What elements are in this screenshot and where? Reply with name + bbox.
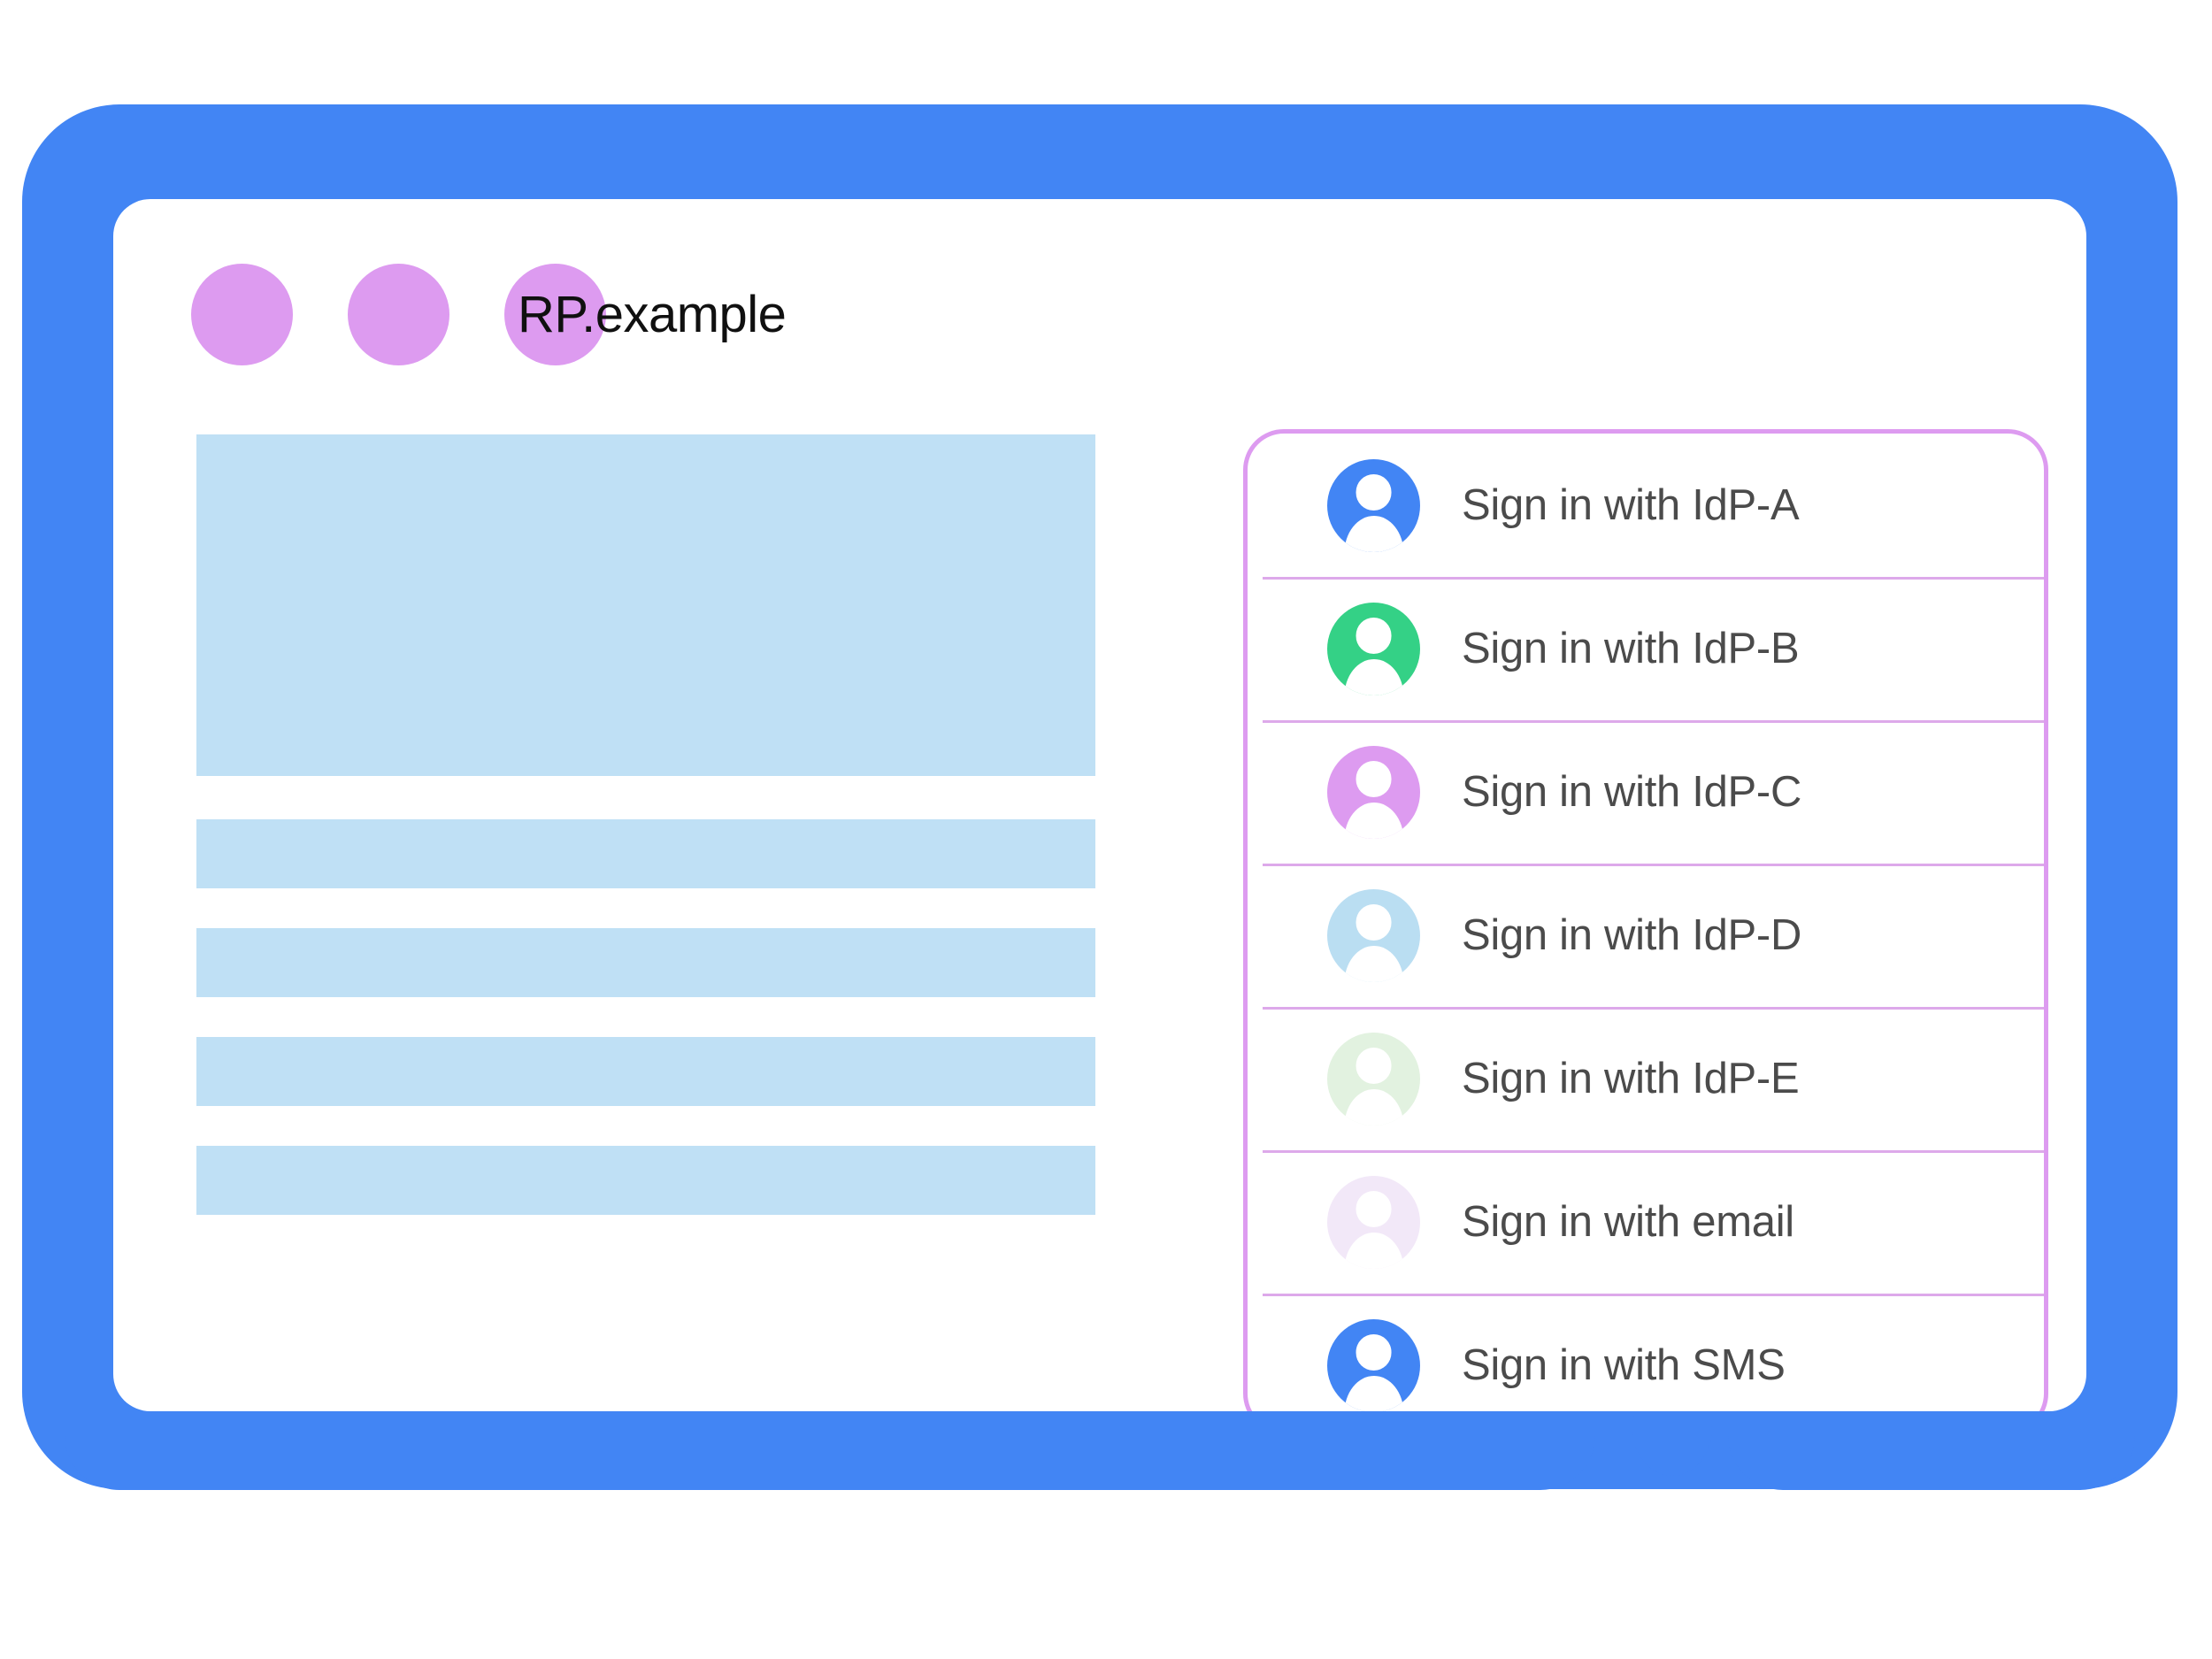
person-avatar-icon: [1327, 888, 1420, 982]
avatar-head: [1356, 1048, 1392, 1085]
account-row[interactable]: Sign in with IdP-D: [1248, 864, 2044, 1007]
person-avatar-icon: [1327, 1032, 1420, 1125]
text-line-placeholder-1: [196, 819, 1095, 888]
account-label: Sign in with IdP-B: [1462, 625, 1800, 672]
account-row[interactable]: Sign in with IdP-E: [1248, 1007, 2044, 1150]
account-label: Sign in with IdP-C: [1462, 768, 1802, 816]
avatar-head: [1356, 761, 1392, 798]
person-avatar-icon: [1327, 745, 1420, 839]
text-line-placeholder-3: [196, 1037, 1095, 1106]
text-line-placeholder-2: [196, 928, 1095, 997]
page-content-placeholders: [196, 434, 1095, 1215]
account-label: Sign in with IdP-A: [1462, 481, 1800, 529]
avatar-head: [1356, 1334, 1392, 1371]
avatar-body: [1343, 945, 1404, 982]
account-row[interactable]: Sign in with email: [1248, 1150, 2044, 1294]
account-label: Sign in with SMS: [1462, 1341, 1786, 1389]
hero-placeholder: [196, 434, 1095, 776]
person-avatar-icon: [1327, 458, 1420, 552]
window-control-dot-3[interactable]: [504, 264, 606, 365]
avatar-head: [1356, 474, 1392, 511]
avatar-body: [1343, 1375, 1404, 1411]
page-title: RP.example: [518, 286, 787, 343]
account-row[interactable]: Sign in with SMS: [1248, 1294, 2044, 1411]
text-line-placeholder-4: [196, 1146, 1095, 1215]
account-row[interactable]: Sign in with IdP-A: [1248, 434, 2044, 577]
avatar-body: [1343, 515, 1404, 552]
avatar-body: [1343, 802, 1404, 839]
account-row[interactable]: Sign in with IdP-C: [1248, 720, 2044, 864]
avatar-body: [1343, 1232, 1404, 1269]
person-avatar-icon: [1327, 602, 1420, 695]
avatar-head: [1356, 904, 1392, 941]
account-label: Sign in with IdP-E: [1462, 1055, 1800, 1102]
account-row[interactable]: Sign in with IdP-B: [1248, 577, 2044, 720]
browser-titlebar: RP.example: [113, 199, 2086, 389]
window-control-dot-2[interactable]: [348, 264, 449, 365]
account-chooser-card: Sign in with IdP-A Sign in with IdP-B Si…: [1243, 429, 2048, 1411]
browser-screen: RP.example Sign in with IdP-A: [113, 199, 2086, 1411]
device-frame: RP.example Sign in with IdP-A: [22, 104, 2177, 1578]
avatar-body: [1343, 658, 1404, 695]
avatar-head: [1356, 618, 1392, 655]
person-avatar-icon: [1327, 1318, 1420, 1411]
account-label: Sign in with email: [1462, 1198, 1794, 1246]
avatar-body: [1343, 1088, 1404, 1125]
avatar-head: [1356, 1191, 1392, 1228]
account-label: Sign in with IdP-D: [1462, 911, 1802, 959]
person-avatar-icon: [1327, 1175, 1420, 1269]
window-control-dot-1[interactable]: [191, 264, 293, 365]
window-controls: [191, 264, 606, 365]
